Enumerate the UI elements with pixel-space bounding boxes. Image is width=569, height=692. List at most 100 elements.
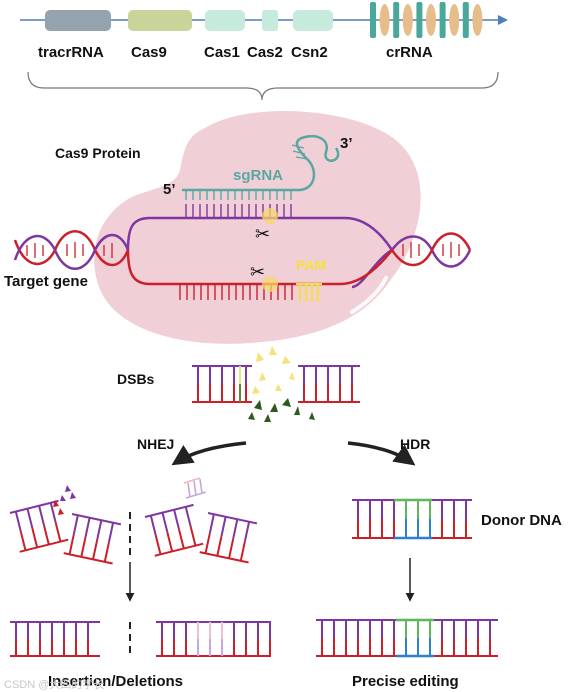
- duplex-rung-bottom: [154, 534, 162, 555]
- right-helix-strand-red: [390, 232, 472, 267]
- crrna-spacer: [472, 4, 483, 36]
- scissors-icon: ✂: [255, 224, 270, 244]
- gene-box-cas2: [262, 10, 278, 31]
- duplex-bottom-strand: [19, 538, 69, 553]
- duplex-rung-top: [49, 502, 57, 523]
- pathway-arrows: NHEJ HDR: [137, 436, 430, 466]
- duplex-rung-top: [173, 509, 180, 530]
- duplex-rung-bottom: [228, 538, 235, 559]
- five-prime-label: 5’: [163, 181, 176, 198]
- cas-operon: tracrRNA Cas9 Cas1 Cas2 Csn2 crRNA: [20, 2, 508, 101]
- nhej-result-right-duplex: [156, 621, 271, 657]
- gene-box-csn2: [293, 10, 333, 31]
- dsb-stage: DSBs: [117, 346, 360, 422]
- gene-box-cas9: [128, 10, 192, 31]
- sgrna-label: sgRNA: [233, 167, 283, 184]
- precise-edited-duplex: [316, 618, 498, 658]
- gene-label-cas2: Cas2: [247, 44, 283, 61]
- nhej-insertion-fragment: [183, 477, 207, 499]
- dsb-debris: [248, 346, 315, 422]
- cas9-protein-blob: [94, 111, 421, 344]
- donor-dna-label: Donor DNA: [481, 512, 562, 529]
- three-prime-label: 3’: [340, 135, 353, 152]
- nhej-debris: [53, 485, 76, 515]
- left-helix-strand-red: [13, 230, 130, 267]
- donor-dna-duplex: [352, 498, 472, 540]
- duplex-rung-bottom: [216, 536, 223, 557]
- sgrna-rungs: [185, 190, 292, 200]
- gene-box-cas1: [205, 10, 245, 31]
- right-helix-rungs: [402, 242, 460, 258]
- duplex-rung-top: [26, 508, 34, 529]
- duplex-rung-top: [96, 520, 103, 541]
- operon-brace: [27, 71, 499, 101]
- pam-marker: [296, 283, 322, 302]
- left-helix-rungs: [26, 242, 113, 258]
- target-gene-label: Target gene: [4, 273, 88, 290]
- duplex-rung-top: [84, 517, 91, 538]
- pam-label: PAM: [296, 257, 326, 273]
- cut-site-top-highlight: [262, 208, 278, 224]
- target-bottom-strand: [126, 249, 393, 286]
- duplex-rung-top: [232, 519, 239, 540]
- sgrna-hairpin-rungs: [291, 144, 308, 160]
- crrna-spacer: [402, 4, 413, 36]
- duplex-rung-bottom: [189, 526, 197, 546]
- duplex-rung-bottom: [103, 542, 110, 563]
- nhej-fragment-right-b: [199, 512, 258, 564]
- duplex-rung-bottom: [31, 527, 39, 548]
- duplex-rung-top: [161, 512, 169, 533]
- gene-label-csn2: Csn2: [291, 44, 328, 61]
- cut-site-bottom-highlight: [262, 276, 278, 292]
- gene-box-tracrrna: [45, 10, 111, 31]
- duplex-rung-top: [38, 505, 45, 526]
- nhej-fragment-left-a: [9, 499, 69, 553]
- gene-label-cas1: Cas1: [204, 44, 240, 61]
- nhej-fragment-right-a: [144, 503, 204, 557]
- duplex-rung-bottom: [92, 539, 99, 560]
- crrna-spacer: [449, 4, 460, 36]
- duplex-rung-bottom: [177, 528, 185, 549]
- duplex-rung-top: [107, 522, 115, 543]
- dsb-left-duplex: [192, 365, 252, 403]
- sgrna-strand: [182, 135, 340, 192]
- scissors-icon-lower: ✂: [250, 262, 265, 282]
- duplex-rung-top: [243, 521, 251, 542]
- nhej-label: NHEJ: [137, 436, 174, 452]
- nhej-curved-arrow: [171, 441, 247, 466]
- duplex-rung-bottom: [19, 530, 27, 551]
- crrna-array: [370, 2, 483, 38]
- duplex-rung-bottom: [204, 533, 211, 554]
- gene-label-tracrrna: tracrRNA: [38, 44, 104, 61]
- precise-editing-label: Precise editing: [352, 673, 459, 690]
- left-helix-strand-purple: [13, 233, 130, 270]
- duplex-rung-bottom: [239, 541, 246, 562]
- duplex-rung-bottom: [68, 534, 75, 555]
- dsb-label: DSBs: [117, 371, 155, 387]
- duplex-rung-top: [72, 515, 79, 536]
- duplex-rung-bottom: [54, 522, 62, 542]
- hdr-label: HDR: [400, 436, 430, 452]
- hdr-branch: Donor DNA Precise editing: [316, 498, 562, 690]
- crrna-spacer: [379, 4, 390, 36]
- protein-highlight: [350, 276, 388, 314]
- cas9-complex: Cas9 Protein ✂ ✂: [4, 111, 472, 344]
- duplex-rung-bottom: [80, 537, 87, 558]
- duplex-rung-bottom: [42, 524, 50, 545]
- crrna-repeat: [439, 2, 446, 38]
- watermark: CSDN @大四的学长: [4, 677, 104, 691]
- dsb-right-duplex: [298, 365, 360, 403]
- gene-label-cas9: Cas9: [131, 44, 167, 61]
- crrna-repeat: [393, 2, 400, 38]
- duplex-top-strand: [71, 513, 122, 526]
- crrna-label: crRNA: [386, 44, 433, 61]
- cas9-protein-label: Cas9 Protein: [55, 145, 141, 161]
- crrna-repeat: [462, 2, 469, 38]
- operon-arrow-head: [498, 15, 508, 25]
- nhej-fragment-left-b: [63, 513, 122, 565]
- duplex-rung-top: [220, 516, 227, 537]
- duplex-top-strand: [207, 512, 258, 525]
- duplex-rung-top: [149, 515, 157, 536]
- indel-label: Insertion/Deletions: [48, 673, 183, 690]
